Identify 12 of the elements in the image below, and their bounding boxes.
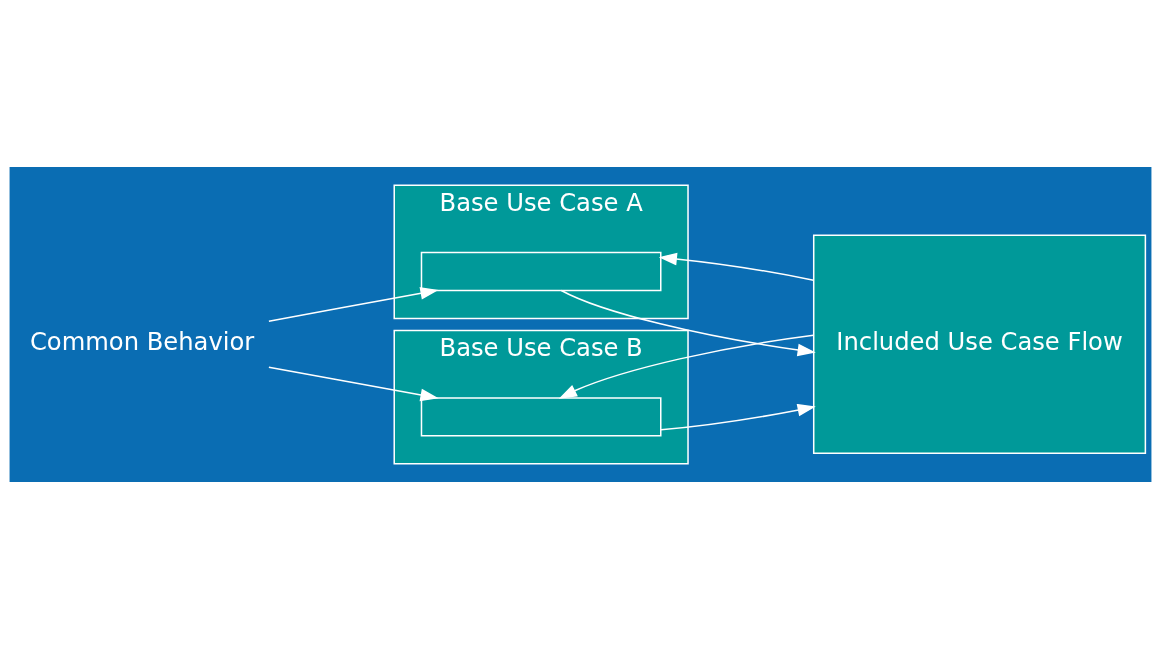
- node-box: [420, 397, 662, 437]
- arrow: [660, 403, 816, 431]
- arrow: [658, 252, 815, 281]
- node-text: Common Behavior: [29, 327, 255, 356]
- cluster: Base Use Case A: [393, 184, 689, 320]
- cluster: Base Use Case B: [393, 329, 689, 465]
- arrow: [268, 366, 439, 402]
- node-box: Included Use Case Flow: [812, 234, 1147, 454]
- node-box: [420, 251, 662, 292]
- arrow: [560, 289, 816, 357]
- arrow: [268, 287, 439, 322]
- arrow: [558, 334, 815, 399]
